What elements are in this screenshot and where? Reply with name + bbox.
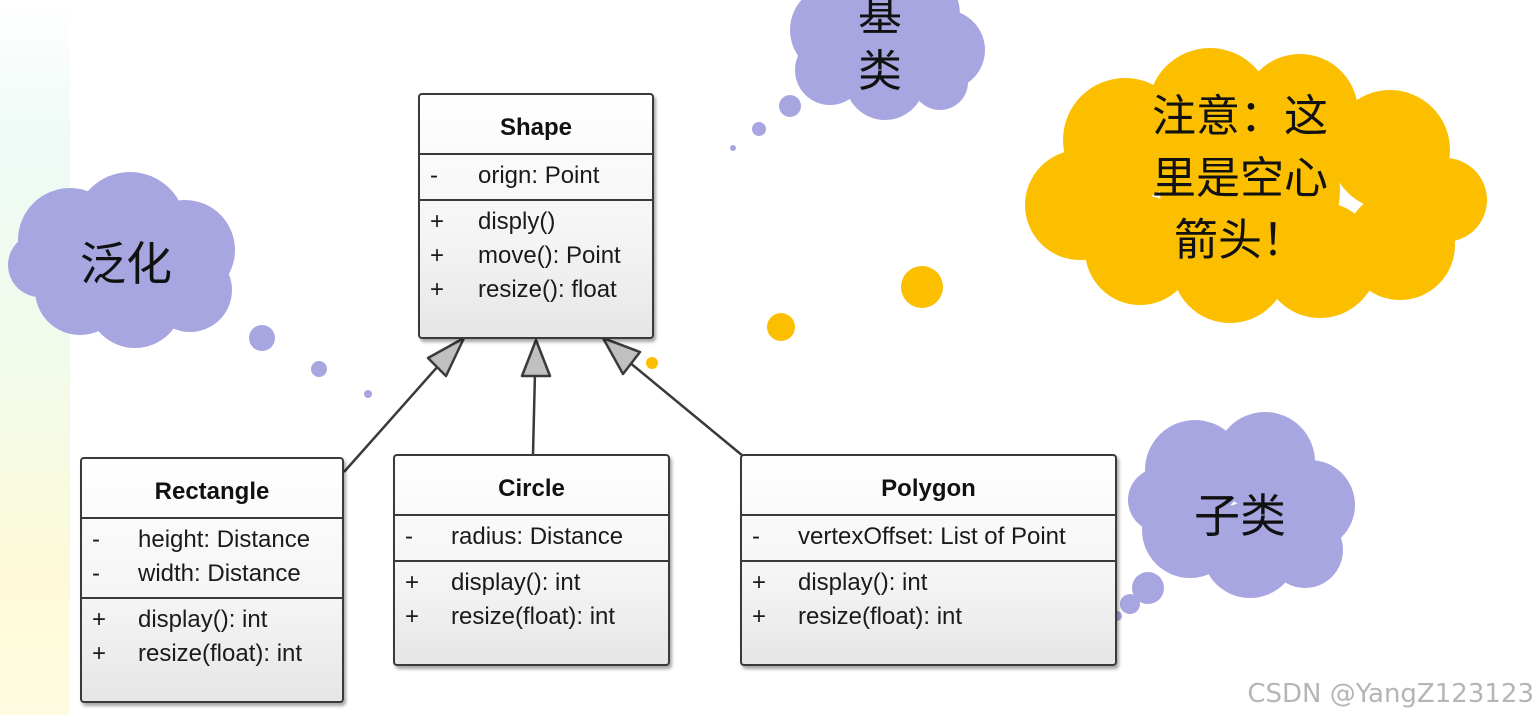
callout-hollow-arrow-note-cloud (646, 48, 1487, 369)
operation-row: + disply() (420, 205, 652, 239)
operation-text: resize(float): int (451, 603, 616, 630)
operation-row: + display(): int (82, 603, 342, 637)
arrowhead-circle (520, 338, 552, 378)
operation-row: + display(): int (742, 566, 1115, 600)
visibility-marker: - (405, 523, 413, 550)
operation-text: display(): int (451, 569, 581, 596)
class-name-circle: Circle (395, 456, 668, 516)
visibility-marker: - (752, 523, 760, 550)
callout-dot (1132, 572, 1164, 604)
attribute-row: - radius: Distance (395, 520, 668, 554)
uml-class-circle[interactable]: Circle - radius: Distance + display(): i… (393, 454, 670, 666)
uml-class-polygon[interactable]: Polygon - vertexOffset: List of Point + … (740, 454, 1117, 666)
operation-text: resize(float): int (138, 640, 303, 667)
callout-dot (901, 266, 943, 308)
operation-text: move(): Point (478, 242, 621, 269)
visibility-marker: - (430, 162, 438, 189)
attribute-row: - height: Distance (82, 523, 342, 557)
callout-base-class-line2: 类 (858, 46, 902, 97)
attribute-text: radius: Distance (451, 523, 624, 550)
operation-text: display(): int (798, 569, 928, 596)
attribute-text: width: Distance (138, 560, 301, 587)
callout-dot (646, 357, 658, 369)
left-decor-strip (0, 0, 70, 715)
callout-dot (767, 313, 795, 341)
attribute-text: height: Distance (138, 526, 311, 553)
attribute-text: vertexOffset: List of Point (798, 523, 1066, 550)
uml-class-shape[interactable]: Shape - orign: Point + disply() + move()… (418, 93, 654, 339)
visibility-marker: + (92, 640, 107, 667)
callout-base-class-text: 基 类 (820, 0, 940, 100)
operation-text: resize(float): int (798, 603, 963, 630)
attributes-compartment-rectangle: - height: Distance - width: Distance (82, 519, 342, 599)
operation-text: disply() (478, 208, 556, 235)
visibility-marker: + (752, 569, 767, 596)
relation-rectangle-shape-line (343, 355, 448, 473)
arrowhead-polygon (601, 336, 642, 376)
callout-dot (311, 361, 327, 377)
operation-row: + display(): int (395, 566, 668, 600)
callout-dot (249, 325, 275, 351)
class-name-polygon: Polygon (742, 456, 1115, 516)
operations-compartment-rectangle: + display(): int + resize(float): int (82, 599, 342, 677)
visibility-marker: + (430, 276, 445, 303)
relation-circle-shape-line (531, 371, 537, 455)
visibility-marker: - (92, 560, 100, 587)
callout-dot (779, 95, 801, 117)
attribute-row: - width: Distance (82, 557, 342, 591)
visibility-marker: + (92, 606, 107, 633)
visibility-marker: + (430, 242, 445, 269)
class-name-shape: Shape (420, 95, 652, 155)
callout-base-class-cloud (730, 0, 985, 151)
callout-generalization-text: 泛化 (80, 237, 172, 291)
operation-row: + resize(float): int (742, 600, 1115, 634)
operation-row: + resize(float): int (395, 600, 668, 634)
attribute-text: orign: Point (478, 162, 600, 189)
attributes-compartment-circle: - radius: Distance (395, 516, 668, 562)
arrowhead-rectangle (426, 336, 466, 378)
uml-class-rectangle[interactable]: Rectangle - height: Distance - width: Di… (80, 457, 344, 703)
callout-subclass-text: 子类 (1194, 489, 1286, 543)
attributes-compartment-polygon: - vertexOffset: List of Point (742, 516, 1115, 562)
callout-base-class-line1: 基 (858, 0, 902, 41)
operations-compartment-shape: + disply() + move(): Point + resize(): f… (420, 201, 652, 313)
attribute-row: - orign: Point (420, 159, 652, 193)
generalization-arrowheads (426, 336, 642, 378)
callout-note-line3: 箭头！ (1174, 215, 1306, 266)
visibility-marker: + (405, 603, 420, 630)
callout-note-line2: 里是空心 (1152, 153, 1328, 204)
attributes-compartment-shape: - orign: Point (420, 155, 652, 201)
callout-dot (1120, 594, 1140, 614)
operation-text: resize(): float (478, 276, 617, 303)
callout-hollow-arrow-note-text: 注意：这 里是空心 箭头！ (1100, 86, 1380, 272)
callout-generalization-cloud (8, 172, 372, 398)
callout-dot (730, 145, 736, 151)
visibility-marker: + (430, 208, 445, 235)
visibility-marker: + (752, 603, 767, 630)
visibility-marker: + (405, 569, 420, 596)
operation-row: + resize(): float (420, 273, 652, 307)
callout-dot (364, 390, 372, 398)
callout-dot (752, 122, 766, 136)
generalization-lines (343, 355, 744, 473)
operation-row: + resize(float): int (82, 637, 342, 671)
attribute-row: - vertexOffset: List of Point (742, 520, 1115, 554)
operation-text: display(): int (138, 606, 268, 633)
relation-polygon-shape-line (622, 356, 744, 457)
callout-note-line1: 注意：这 (1152, 91, 1328, 142)
operations-compartment-circle: + display(): int + resize(float): int (395, 562, 668, 640)
operation-row: + move(): Point (420, 239, 652, 273)
callout-subclass-cloud (1112, 412, 1355, 621)
operations-compartment-polygon: + display(): int + resize(float): int (742, 562, 1115, 640)
watermark: CSDN @YangZ123123 (1247, 679, 1534, 709)
class-name-rectangle: Rectangle (82, 459, 342, 519)
visibility-marker: - (92, 526, 100, 553)
